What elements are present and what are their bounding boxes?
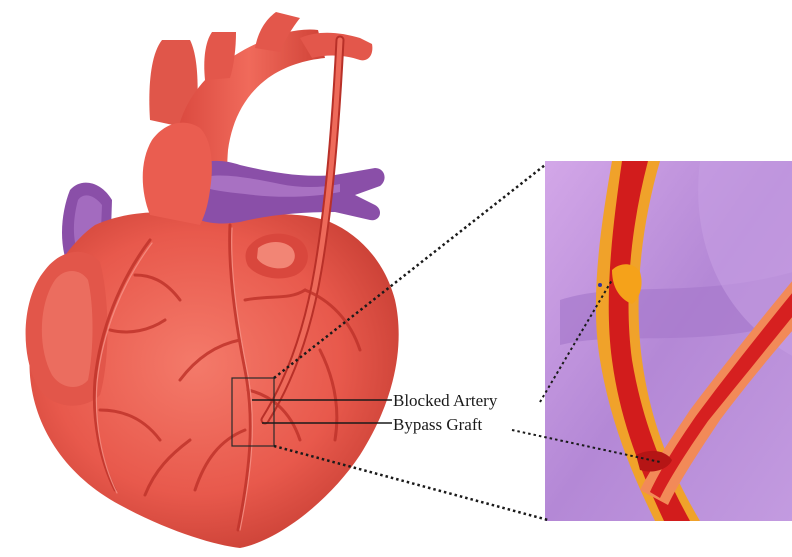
aorta-branch-1 (204, 32, 236, 80)
inset-marker-dot (598, 283, 602, 287)
bypass-graft-label: Bypass Graft (393, 416, 482, 433)
blocked-artery-label: Blocked Artery (393, 392, 497, 409)
pulmonary-trunk (143, 123, 212, 225)
inset-magnified-view (545, 161, 792, 521)
heart-illustration (26, 12, 399, 548)
